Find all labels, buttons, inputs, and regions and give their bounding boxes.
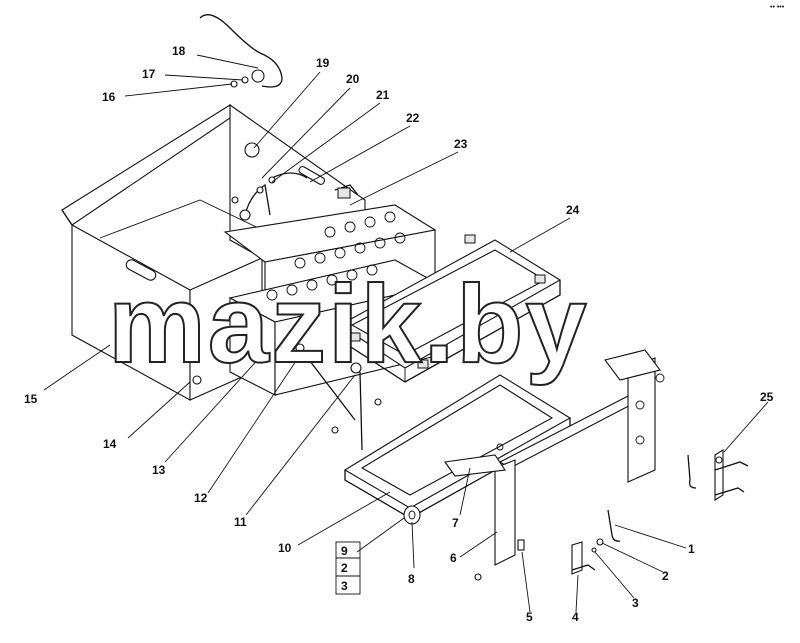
callout-22: 22: [406, 111, 420, 125]
callout-7: 7: [452, 516, 459, 530]
callout-21: 21: [376, 88, 390, 102]
corner-mark: •• •••: [770, 4, 785, 11]
leader-lines: [43, 54, 769, 613]
battery-cells: [266, 211, 406, 301]
callout-1: 1: [688, 542, 695, 556]
callout-stack-9: 9: [341, 544, 348, 558]
callout-12: 12: [194, 491, 208, 505]
hook-bracket: [687, 449, 749, 501]
callout-8: 8: [408, 572, 415, 586]
right-bracket: [604, 349, 665, 483]
callout-23: 23: [454, 137, 468, 151]
hold-down-rods: [295, 343, 382, 451]
callout-20: 20: [346, 72, 360, 86]
callout-2: 2: [662, 569, 669, 583]
callout-stack-2: 2: [341, 561, 348, 575]
support-leg: [444, 443, 516, 566]
callout-4: 4: [572, 610, 579, 624]
callout-25: 25: [760, 390, 774, 404]
callout-stack-3: 3: [341, 579, 348, 593]
small-hardware: [474, 509, 621, 581]
callout-13: 13: [152, 463, 166, 477]
cable-assembly: [199, 14, 308, 221]
callout-10: 10: [278, 541, 292, 555]
callout-19: 19: [316, 56, 330, 70]
callout-3: 3: [632, 596, 639, 610]
callout-stack: 9 2 3: [335, 541, 361, 595]
callout-17: 17: [142, 67, 156, 81]
callout-14: 14: [103, 437, 117, 451]
callout-15: 15: [24, 392, 38, 406]
callout-24: 24: [566, 203, 580, 217]
callout-18: 18: [172, 44, 186, 58]
callout-6: 6: [450, 551, 457, 565]
battery-tray: [343, 374, 642, 525]
watermark: mazik.by: [108, 263, 589, 386]
callout-16: 16: [102, 90, 116, 104]
callout-5: 5: [526, 610, 533, 624]
callout-labels: 18 17 16 19 20 21 22 23 24 15 14 13 12 1…: [24, 44, 774, 624]
hold-down-frame: [338, 234, 562, 383]
callout-11: 11: [234, 515, 247, 529]
